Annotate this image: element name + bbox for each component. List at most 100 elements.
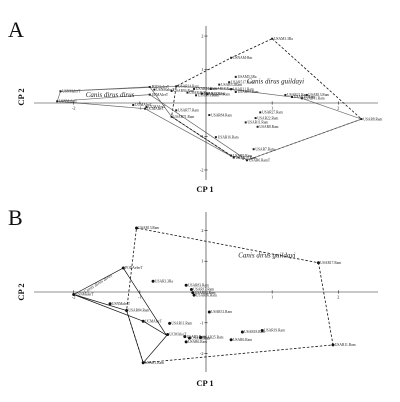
panel-a-point: [186, 91, 189, 94]
panel-b-point: [184, 283, 188, 287]
panel-b-y-tick-label: 2: [201, 228, 203, 233]
panel-b-x-tick-label: 1: [271, 295, 273, 300]
panel-b-point: [141, 319, 145, 323]
panel-a-point-label: USNAM-Rm: [233, 56, 253, 60]
panel-a-point: [230, 56, 233, 59]
panel-a-y-tick-label: -1: [200, 134, 204, 139]
panel-b-point-label: USAR5.Ram: [187, 335, 206, 339]
panel-a-point: [144, 107, 147, 110]
panel-b-point: [192, 293, 196, 297]
panel-a-point-label: USAR71.Ram: [198, 94, 219, 98]
panel-a-y-tick-label: -2: [200, 167, 204, 172]
panel-a-point: [284, 93, 287, 96]
panel-a-point: [132, 104, 135, 107]
panel-a-points: USNMaIerTUSNMaIerTPODAeIerTUSNMaIerTUFMA…: [56, 37, 383, 162]
panel-b-point-label: USAR84.Ram: [128, 309, 149, 313]
panel-a-point: [193, 87, 196, 90]
panel-a-point: [291, 95, 293, 98]
panel-a-point: [230, 154, 233, 157]
panel-a-point-label: USAR46.Ram: [189, 91, 210, 95]
panel-a-point: [360, 118, 363, 121]
panel-a-point-label: UCMAIerT: [147, 107, 165, 111]
panel-a-ylabel: CP 2: [16, 88, 26, 105]
panel-b-point-label: USAR17.Ram: [193, 288, 214, 292]
panel-a-x-tick-label: 1: [271, 106, 273, 111]
panel-b-ylabel: CP 2: [16, 283, 26, 300]
panel-a-point: [252, 148, 255, 151]
panel-b-point-label: USAR3.3Ra: [155, 279, 173, 283]
panel-b-point-label: PODAeIerT: [125, 266, 143, 270]
panel-a-point: [234, 75, 237, 78]
panel-a-point-label: USAR83.Ram: [238, 90, 259, 94]
panel-b-hull-1: [126, 227, 334, 364]
panel-a-y-tick-label: 1: [201, 67, 203, 72]
panel-a-point-label: USAR13.Ram: [308, 93, 329, 97]
panel-a-point: [305, 93, 308, 96]
panel-a-point-label: USAR8.Ram: [259, 125, 278, 129]
panel-b-point: [187, 336, 191, 340]
panel-a-point-label: USAR13.Ram: [204, 92, 225, 96]
panel-b-point-label: USAR84.Ram: [195, 291, 216, 295]
panel-a-point: [232, 156, 235, 159]
panel-a-point-label: USAR47.Ram: [209, 92, 230, 96]
panel-a-point: [56, 100, 59, 103]
panel-b-point: [240, 330, 244, 334]
panel-b-point: [141, 361, 145, 365]
panel-b-point-label: USAR17.Ram: [320, 261, 341, 265]
panel-a-point-label: USAR7.Ram: [255, 147, 274, 151]
panel-a-point-label: USAR517.Ram: [231, 80, 254, 84]
panel-a-point-label: USAR6.RamT: [249, 158, 271, 162]
panel-b-point-label: UCMAIerT: [169, 333, 187, 337]
panel-a-point-label: USAR94.Ram: [173, 89, 194, 93]
panel-a-point-label: USAR31.Ram: [233, 87, 254, 91]
panel-a-point: [209, 87, 212, 90]
panel-b-point: [184, 340, 188, 344]
panel-a-point: [148, 85, 151, 88]
panel-b-point-label: USAR11.Ram: [171, 322, 192, 326]
panel-a-point-label: USAR10.Ram: [236, 156, 257, 160]
panel-a-point: [254, 117, 257, 120]
panel-a-point: [201, 92, 204, 95]
panel-a-point-label: USAR18.Ram: [212, 87, 233, 91]
panel-b-x-tick-label: -1: [138, 295, 142, 300]
panel-a-point-label: USAR71.Ram: [173, 115, 194, 119]
panel-a-group-label: Canis dirus dirus: [86, 91, 135, 99]
panel-a-xlabel: CP 1: [196, 184, 213, 194]
panel-b-point-label: USNMaIerT: [112, 302, 131, 306]
panel-a-hull-0: [56, 86, 234, 158]
panel-a-point: [195, 94, 198, 97]
panel-b-point-label: USAR83.Ram: [188, 283, 209, 287]
panel-a-point: [246, 159, 249, 162]
panel-b-point: [260, 328, 264, 332]
panel-b-point: [189, 288, 193, 292]
panel-b-point-label: UCMAIerT: [145, 319, 163, 323]
panel-a-point: [271, 37, 274, 40]
panel-a-point-label: USAR77.Ram: [178, 109, 199, 113]
panel-a-x-tick-label: -2: [72, 106, 76, 111]
panel-a-y-tick-label: 2: [201, 34, 203, 39]
panel-b-x-tick-label: 2: [337, 295, 339, 300]
panel-b-point: [183, 335, 187, 339]
panel-a-point-label: USAM3.3Ra: [274, 37, 293, 41]
panel-a-point: [259, 111, 262, 114]
panel-a-point-label: UCMAIerT: [135, 103, 153, 107]
panel-b-group-label: Canis dirus dirus: [83, 273, 113, 294]
panel-a-x-tick-label: -1: [138, 106, 142, 111]
panel-a-point-label: USAM5.3Ra: [238, 75, 257, 79]
panel-a-point-label: UFMAIerT: [152, 93, 169, 97]
panel-a-point: [206, 93, 209, 96]
panel-b-xlabel: CP 1: [196, 378, 213, 388]
panel-b-point: [229, 338, 233, 342]
panel-b-point: [121, 266, 125, 270]
panel-a-point-label: USAR22.Ram: [257, 116, 278, 120]
panel-a-point-label: USAR84.Ram: [211, 113, 232, 117]
panel-b-point: [108, 302, 112, 306]
panel-b-group-label: Canis dirus guildayi: [238, 252, 295, 260]
panel-b-point-label: USAR6.Ram: [233, 338, 252, 342]
panel-b-point: [331, 343, 335, 347]
panel-a-point-label: UCMAIerT: [148, 105, 166, 109]
panel-a-point: [175, 109, 178, 112]
